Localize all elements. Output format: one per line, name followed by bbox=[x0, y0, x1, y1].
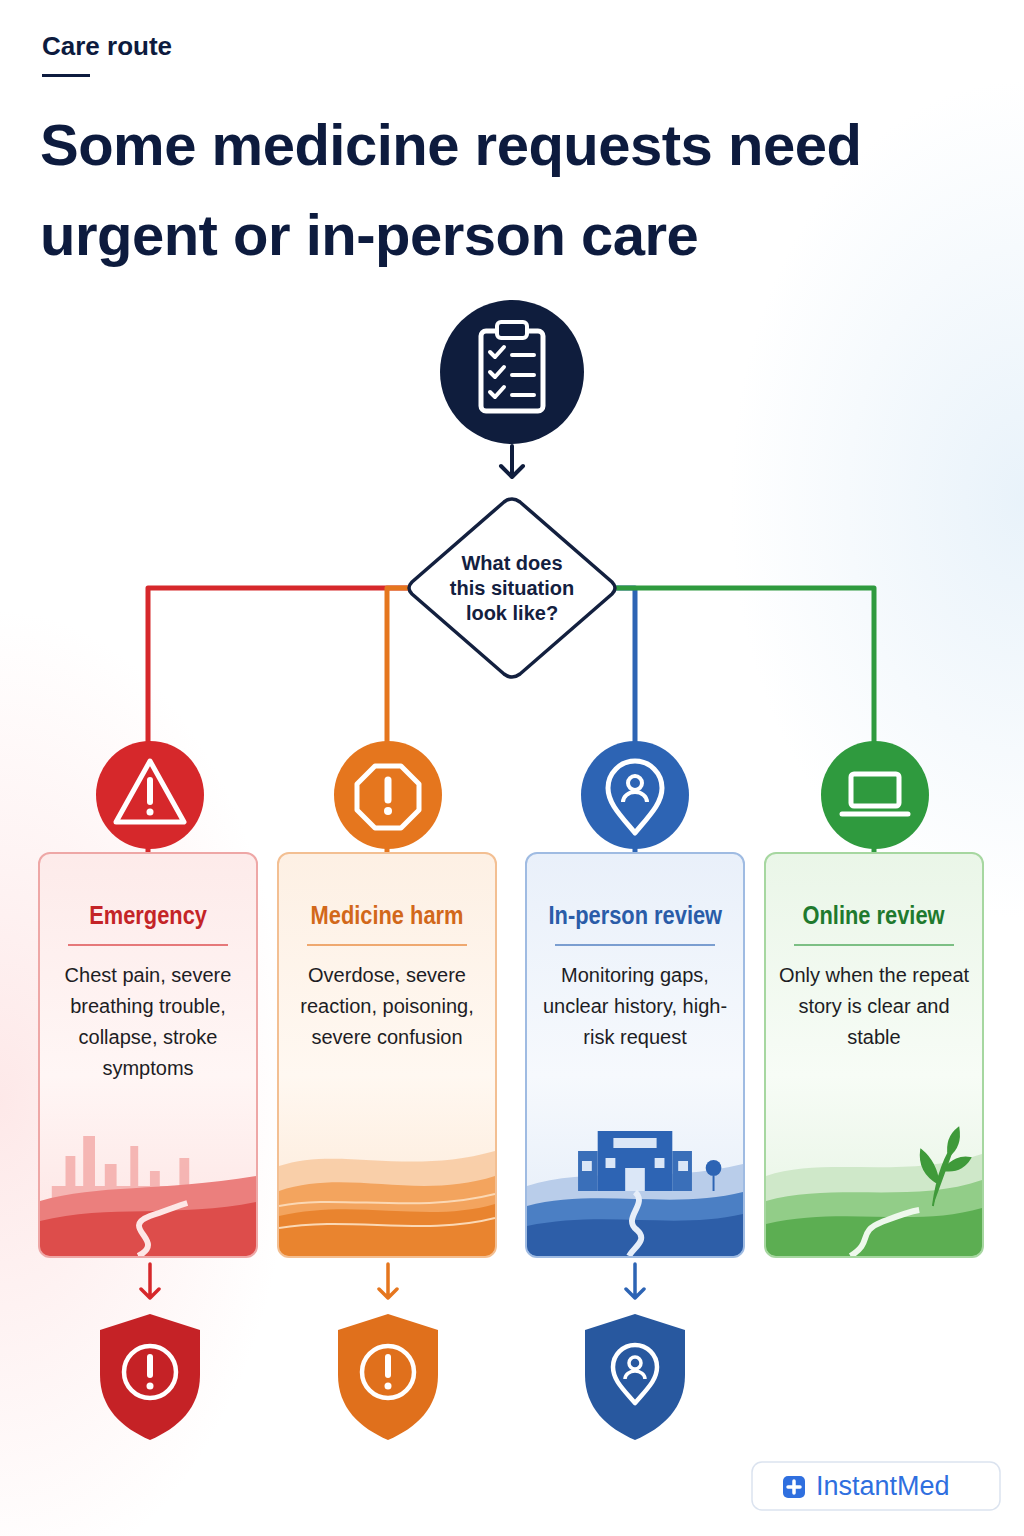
hills-landscape bbox=[279, 1106, 495, 1256]
heading-rule bbox=[555, 944, 715, 946]
route-card: EmergencyChest pain, severe breathing tr… bbox=[38, 852, 258, 1258]
green-landscape bbox=[766, 1106, 982, 1256]
heading-rule bbox=[68, 944, 228, 946]
decision-text: What does this situation look like? bbox=[442, 551, 582, 626]
in-person-shield bbox=[585, 1314, 685, 1440]
clinic-landscape bbox=[527, 1106, 743, 1256]
logo-text: InstantMed bbox=[816, 1470, 950, 1502]
emergency-icon bbox=[96, 741, 204, 849]
card-body-text: Monitoring gaps, unclear history, high-r… bbox=[537, 960, 733, 1053]
logo-badge bbox=[752, 1462, 1000, 1510]
card-heading: Medicine harm bbox=[311, 898, 464, 932]
emergency-shield bbox=[100, 1314, 200, 1440]
heading-rule bbox=[307, 944, 467, 946]
city-landscape bbox=[40, 1106, 256, 1256]
harm-shield bbox=[338, 1314, 438, 1440]
harm-icon bbox=[334, 741, 442, 849]
card-heading: Online review bbox=[803, 898, 945, 932]
down-arrows bbox=[141, 1264, 644, 1298]
card-heading: In-person review bbox=[548, 898, 722, 932]
decision-diamond: What does this situation look like? bbox=[404, 496, 620, 680]
card-body-text: Chest pain, severe breathing trouble, co… bbox=[50, 960, 246, 1084]
card-body-text: Overdose, severe reaction, poisoning, se… bbox=[289, 960, 485, 1053]
card-heading: Emergency bbox=[89, 898, 207, 932]
route-card: Medicine harmOverdose, severe reaction, … bbox=[277, 852, 497, 1258]
online-icon bbox=[821, 741, 929, 849]
page-title: Some medicine requests need urgent or in… bbox=[40, 100, 1000, 280]
card-body-text: Only when the repeat story is clear and … bbox=[776, 960, 972, 1053]
kicker-label: Care route bbox=[42, 30, 172, 62]
route-card: Online reviewOnly when the repeat story … bbox=[764, 852, 984, 1258]
heading-rule bbox=[794, 944, 954, 946]
clipboard-icon bbox=[440, 300, 584, 477]
kicker-underline bbox=[42, 74, 90, 77]
in-person-icon bbox=[581, 741, 689, 849]
route-card: In-person reviewMonitoring gaps, unclear… bbox=[525, 852, 745, 1258]
